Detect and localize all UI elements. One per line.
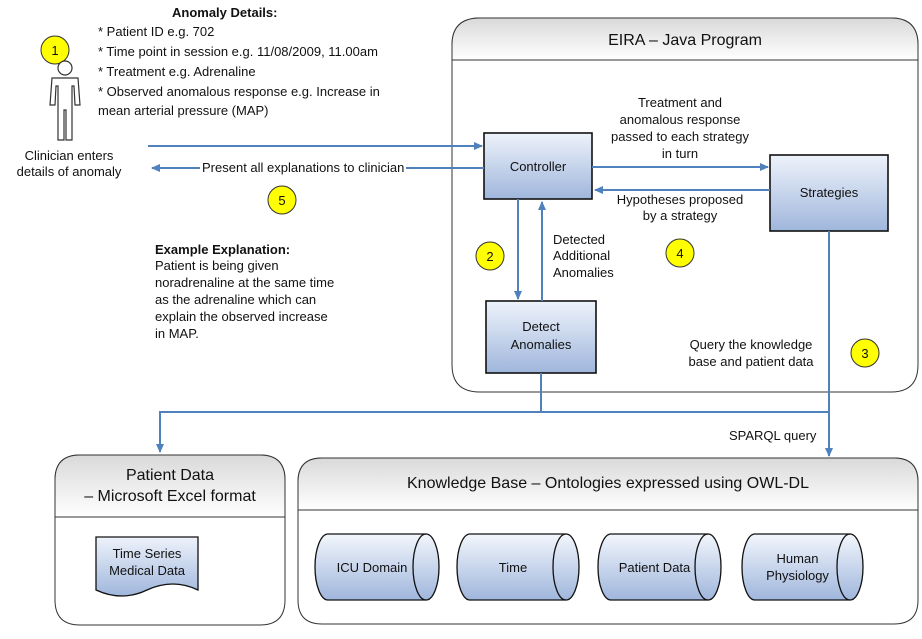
step-1-circle — [40, 35, 70, 65]
controller-label: Controller — [509, 159, 567, 174]
sparql-query-label: SPARQL query — [727, 428, 819, 444]
arrow-detect-to-patient-data — [156, 373, 542, 453]
hypotheses-label: by a strategy — [642, 208, 718, 223]
step-5-circle — [267, 185, 297, 215]
controller-box — [483, 132, 593, 200]
example-line: in MAP. — [155, 326, 199, 341]
anomaly-detail-line: mean arterial pressure (MAP) — [98, 103, 269, 118]
example-line: explain the observed increase — [155, 309, 328, 324]
hypotheses-label: Hypotheses proposed — [616, 192, 744, 207]
detect-anomalies-label: Detect — [522, 319, 560, 334]
step-2-label: 2 — [486, 249, 494, 264]
clinician-label: Clinician enters — [24, 148, 114, 163]
example-line: noradrenaline at the same time — [155, 275, 335, 290]
detected-additional-label: Detected — [553, 232, 606, 247]
patient-data-subtitle: – Microsoft Excel format — [84, 488, 256, 505]
patient-data-title: Patient Data — [125, 467, 215, 484]
step-3-circle — [850, 338, 880, 368]
treatment-label: anomalous response — [619, 112, 741, 127]
step-2-circle — [475, 241, 505, 271]
cylinder-label-time: Time — [498, 560, 528, 575]
cylinder-label-patient-data: Patient Data — [618, 560, 691, 575]
time-series-document — [95, 536, 199, 597]
treatment-label: in turn — [661, 146, 699, 161]
anomaly-detail-line: * Patient ID e.g. 702 — [98, 24, 215, 39]
step-4-label: 4 — [676, 246, 684, 261]
query-label: base and patient data — [688, 354, 814, 369]
step-1-label: 1 — [51, 43, 59, 58]
present-explanations-label: Present all explanations to clinician — [200, 160, 407, 176]
treatment-label: Treatment and — [637, 95, 723, 110]
example-line: as the adrenaline which can — [155, 292, 317, 307]
query-label: Query the knowledge — [689, 337, 813, 352]
cylinder-label-icu-domain: ICU Domain — [336, 560, 408, 575]
knowledge-base-title: Knowledge Base – Ontologies expressed us… — [407, 475, 809, 492]
cylinder-icu-domain — [314, 533, 440, 601]
eira-title: EIRA – Java Program — [608, 32, 762, 49]
step-3-label: 3 — [861, 346, 869, 361]
cylinder-patient-data — [597, 533, 722, 601]
cylinder-time — [456, 533, 580, 601]
cylinder-human-physiology — [741, 533, 864, 601]
detect-anomalies-label: Anomalies — [510, 337, 572, 352]
anomaly-details-title: Anomaly Details: — [172, 5, 278, 20]
detected-additional-label: Additional — [553, 248, 611, 263]
example-explanation-title: Example Explanation: — [155, 242, 291, 257]
eira-container — [451, 17, 919, 393]
time-series-label: Time Series — [112, 546, 182, 561]
anomaly-detail-line: * Time point in session e.g. 11/08/2009,… — [98, 44, 378, 59]
strategies-label: Strategies — [799, 185, 859, 200]
cylinder-label-human-physiology: Physiology — [766, 568, 829, 583]
anomaly-detail-line: * Treatment e.g. Adrenaline — [98, 64, 256, 79]
treatment-label: passed to each strategy — [610, 129, 750, 144]
anomaly-detail-line: * Observed anomalous response e.g. Incre… — [98, 84, 380, 99]
cylinder-label-human-physiology: Human — [776, 551, 819, 566]
clinician-label: details of anomaly — [16, 164, 122, 179]
step-5-label: 5 — [278, 193, 286, 208]
step-4-circle — [665, 238, 695, 268]
time-series-label: Medical Data — [109, 563, 185, 578]
detected-additional-label: Anomalies — [553, 265, 614, 280]
clinician-person-icon — [49, 60, 81, 141]
example-line: Patient is being given — [155, 258, 279, 273]
